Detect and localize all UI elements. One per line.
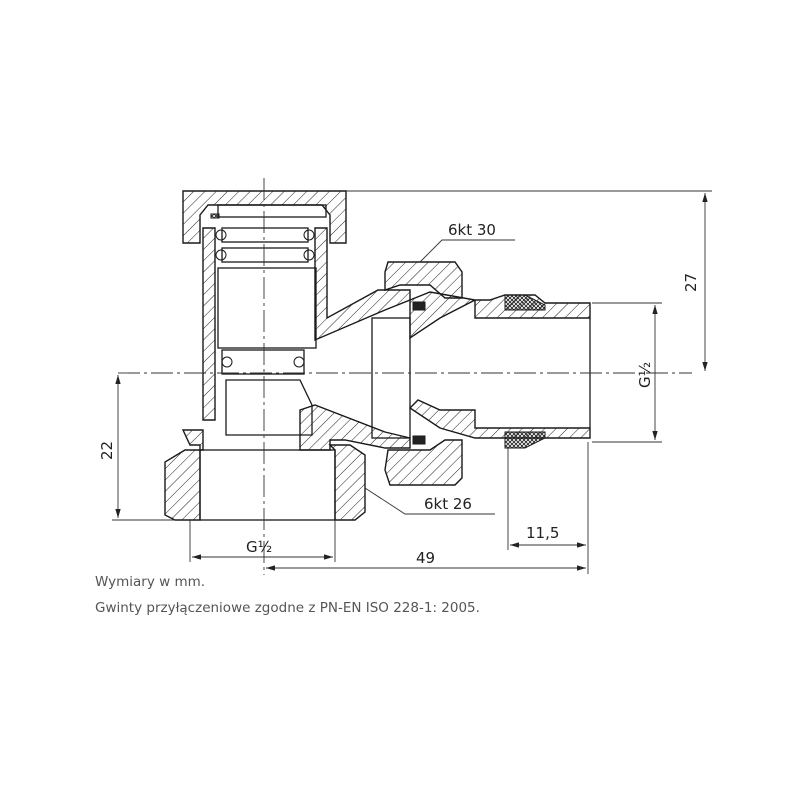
o-rings <box>215 229 315 368</box>
bottom-left-wall <box>164 429 204 521</box>
leader-6kt30 <box>419 239 515 263</box>
leader-6kt26 <box>364 487 495 515</box>
tailpiece-lower <box>408 399 591 439</box>
centerlines <box>118 178 692 575</box>
dimension-lines <box>112 190 712 574</box>
body-left-wall <box>202 227 216 421</box>
note-threads: Gwinty przyłączeniowe zgodne z PN-EN ISO… <box>95 600 480 616</box>
dim-22: 22 <box>98 441 116 460</box>
body-right-upper <box>314 227 411 342</box>
tailpiece-upper <box>409 291 591 340</box>
nut-6kt30 <box>384 261 463 299</box>
valve-body <box>164 190 591 521</box>
dim-27: 27 <box>682 273 700 292</box>
seals <box>210 213 546 449</box>
dim-thread-right: G½ <box>636 362 654 388</box>
label-6kt26: 6kt 26 <box>424 495 472 513</box>
body-right-lower <box>299 404 411 451</box>
label-6kt30: 6kt 30 <box>448 221 496 239</box>
dim-11-5: 11,5 <box>526 524 559 542</box>
nut-6kt26 <box>384 439 463 486</box>
dim-49: 49 <box>416 549 435 567</box>
dim-thread-bottom: G½ <box>246 538 272 556</box>
note-units: Wymiary w mm. <box>95 574 206 590</box>
